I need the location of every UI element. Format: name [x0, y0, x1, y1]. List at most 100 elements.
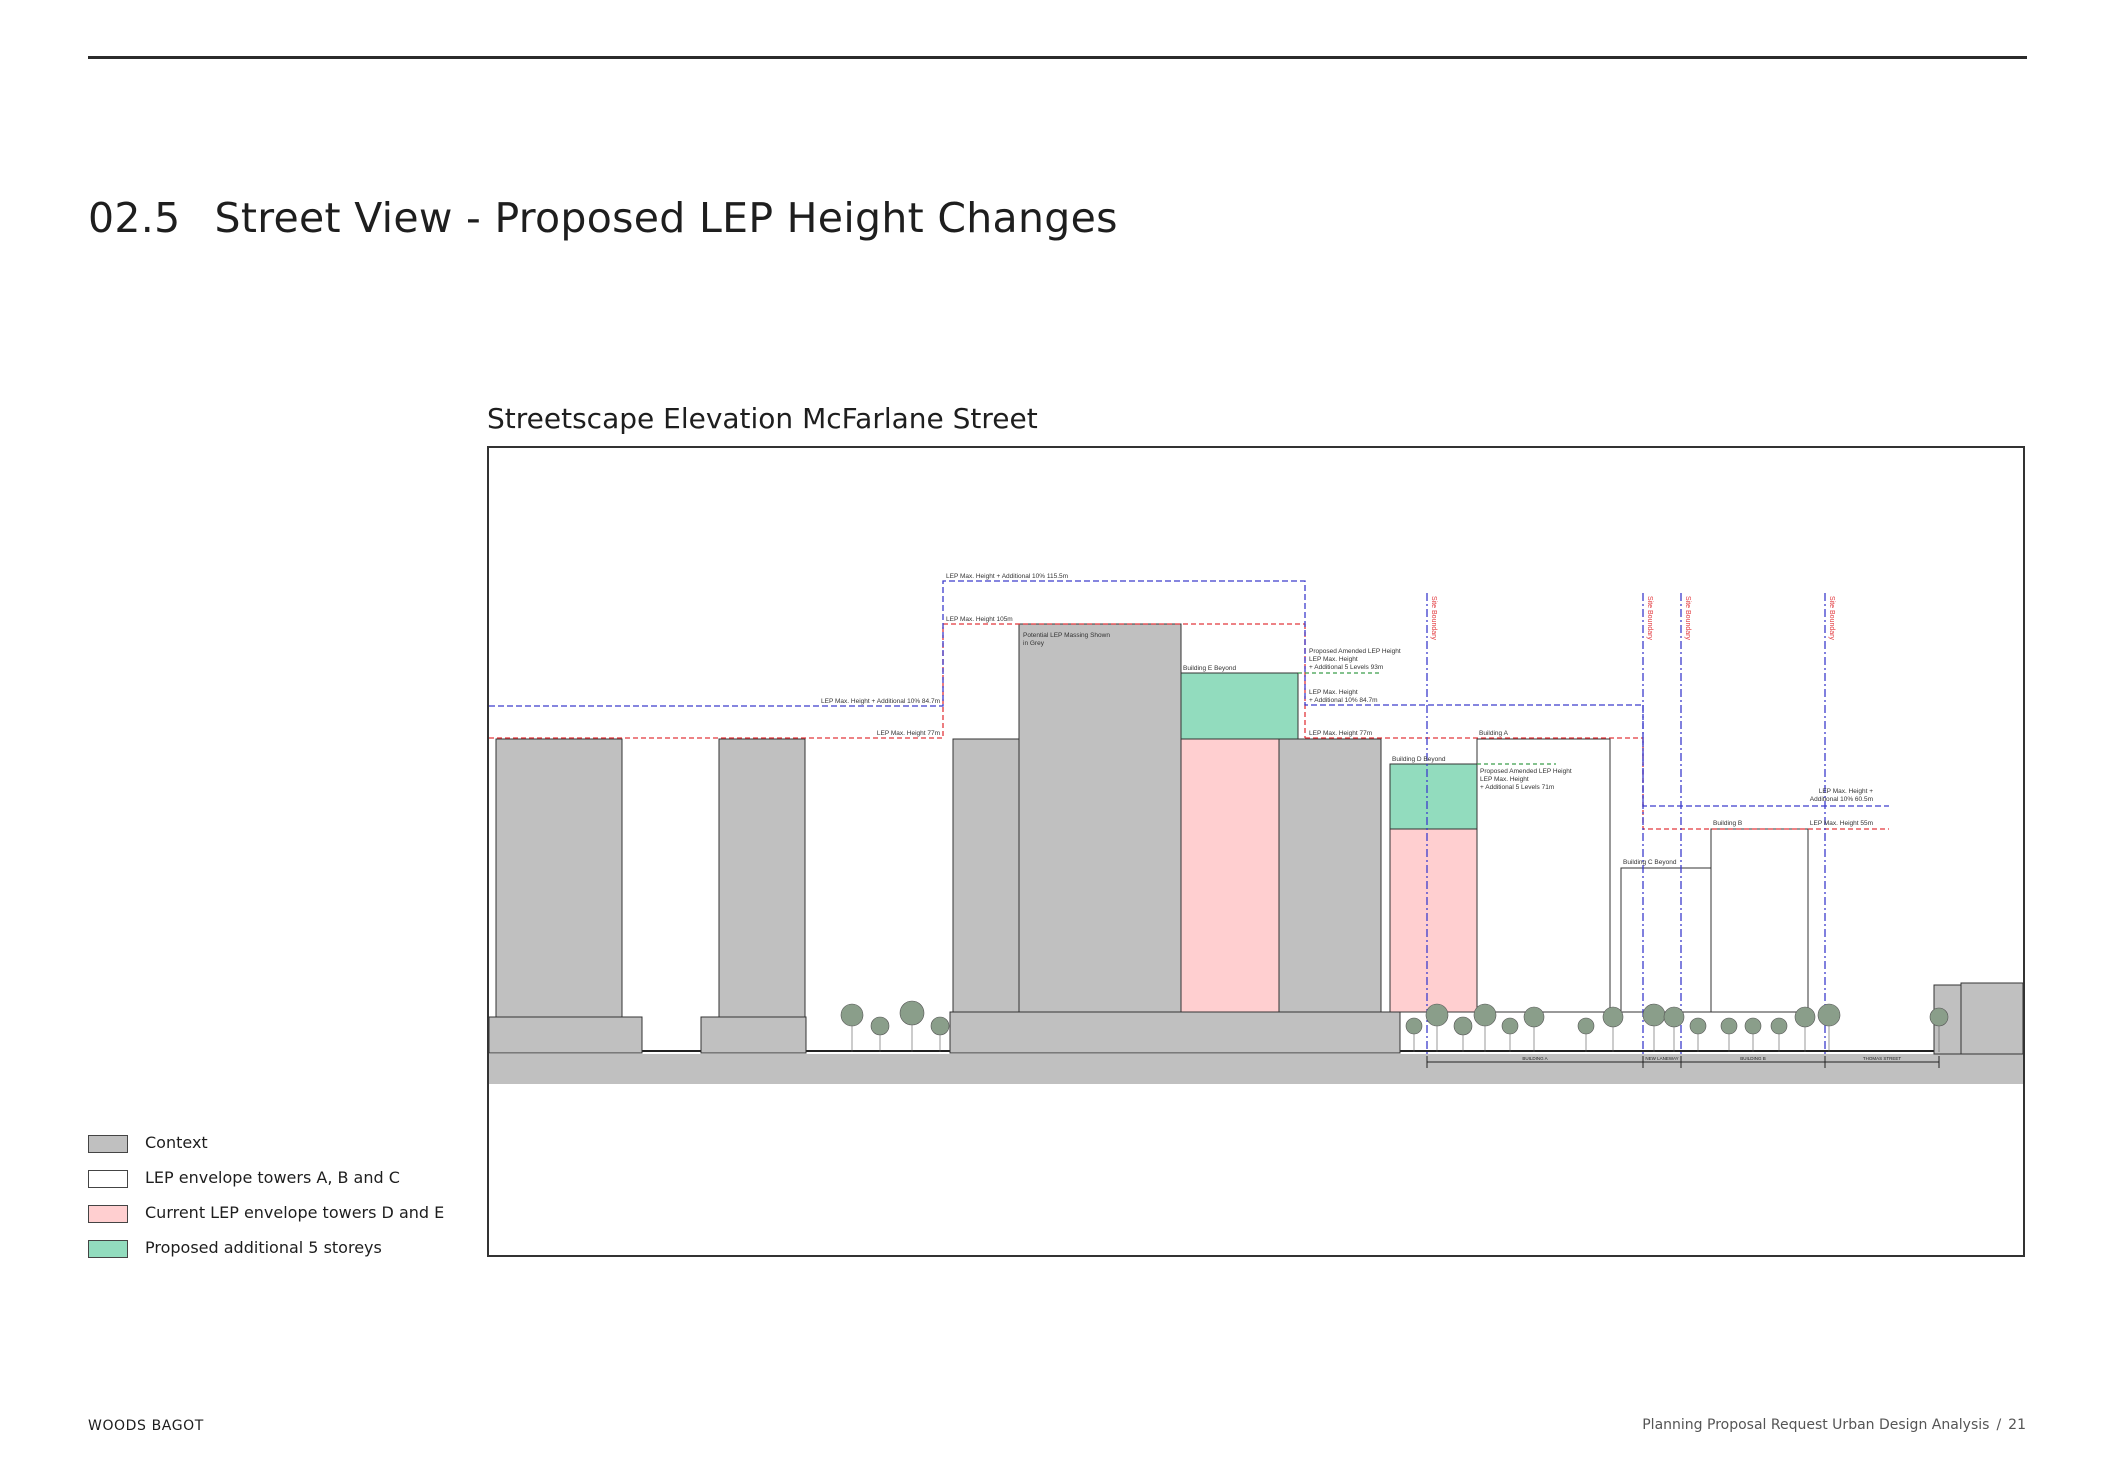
building-e-current-envelope: [1180, 738, 1280, 1013]
tree: [1425, 1003, 1449, 1052]
building-b-envelope: [1710, 828, 1809, 1013]
building-a-envelope: [1476, 738, 1611, 1013]
dimension-line: [1426, 1056, 1940, 1068]
tree: [1929, 1007, 1949, 1052]
label-lep-60-5m-line1: LEP Max. Height +: [1819, 788, 1873, 795]
label-lep-55m: LEP Max. Height 55m: [1810, 820, 1873, 827]
label-prop-d-line2: LEP Max. Height: [1480, 776, 1529, 783]
legend-swatch-proposed-additional: [88, 1240, 128, 1258]
building-d-current-envelope: [1389, 828, 1478, 1013]
label-building-e: Building E Beyond: [1183, 665, 1237, 672]
legend-label-current-lep-de: Current LEP envelope towers D and E: [145, 1203, 445, 1222]
trees: [840, 1000, 1949, 1052]
dim-label-thomas-street: THOMAS STREET: [1863, 1056, 1902, 1061]
tree: [1720, 1017, 1738, 1052]
footer-separator: /: [1996, 1417, 2002, 1433]
podium-second: [700, 1016, 807, 1054]
tree: [1642, 1003, 1666, 1052]
tree: [1473, 1003, 1497, 1052]
label-site-boundary-4: Site Boundary: [1828, 596, 1835, 640]
section-subtitle: Streetscape Elevation McFarlane Street: [487, 402, 1038, 435]
label-lep-105m: LEP Max. Height 105m: [946, 616, 1013, 623]
label-prop-e-line2: LEP Max. Height: [1309, 656, 1358, 663]
tree: [899, 1000, 925, 1052]
footer-document-title: Planning Proposal Request Urban Design A…: [1642, 1417, 1990, 1433]
page-title-text: Street View - Proposed LEP Height Change…: [214, 194, 1118, 242]
tree: [1794, 1006, 1816, 1052]
label-building-b: Building B: [1713, 820, 1742, 827]
tree: [1817, 1003, 1841, 1052]
footer-document-info: Planning Proposal Request Urban Design A…: [1642, 1417, 2026, 1433]
podium-left: [489, 1016, 643, 1054]
label-prop-e-line1: Proposed Amended LEP Height: [1309, 648, 1401, 655]
label-lep-77m-right: LEP Max. Height 77m: [1309, 730, 1372, 737]
lep-77m-105m-red-line: [489, 623, 1305, 739]
building-c-envelope: [1620, 867, 1712, 1013]
context-building-right-2: [1960, 982, 2023, 1055]
label-prop-e-line3: + Additional 5 Levels 93m: [1309, 664, 1383, 671]
tree: [1689, 1017, 1707, 1052]
lep-84-7m-115-5m-blue-line: [489, 580, 1643, 707]
legend-swatch-context: [88, 1135, 128, 1153]
building-e-proposed-additional: [1180, 672, 1299, 740]
envelope-layer: [1180, 672, 1809, 1013]
footer-brand: WOODS BAGOT: [88, 1418, 204, 1434]
tree: [1663, 1006, 1685, 1052]
page-title: 02.5 Street View - Proposed LEP Height Ch…: [88, 194, 1118, 242]
elevation-svg: LEP Max. Height + Additional 10% 115.5m …: [489, 573, 2023, 1084]
tree: [1453, 1016, 1473, 1052]
label-lep-77m-left: LEP Max. Height 77m: [877, 730, 940, 737]
context-layer: [489, 623, 2023, 1084]
podium-central: [949, 1011, 1401, 1054]
label-building-a: Building A: [1479, 730, 1509, 737]
label-site-boundary-3: Site Boundary: [1684, 596, 1691, 640]
ground-strip: [489, 1054, 2023, 1084]
legend-label-lep-envelope-abc: LEP envelope towers A, B and C: [145, 1168, 400, 1187]
label-prop-d-line3: + Additional 5 Levels 71m: [1480, 784, 1554, 791]
context-tower-4: [1278, 738, 1382, 1013]
dim-label-building-a: BUILDING A: [1522, 1056, 1547, 1061]
legend-label-proposed-additional: Proposed additional 5 storeys: [145, 1238, 382, 1257]
label-lep-84-7m-right-line1: LEP Max. Height: [1309, 689, 1358, 696]
tree: [1577, 1017, 1595, 1052]
legend-label-context: Context: [145, 1133, 208, 1152]
label-building-d: Building D Beyond: [1392, 756, 1446, 763]
tree: [1501, 1017, 1519, 1052]
context-tower-2: [718, 738, 806, 1018]
streetscape-elevation-drawing: LEP Max. Height + Additional 10% 115.5m …: [487, 446, 2025, 1257]
tree: [1405, 1017, 1423, 1052]
dimension-labels: BUILDING A NEW LANEWAY BUILDING B THOMAS…: [1522, 1056, 1901, 1061]
label-massing-line2: in Grey: [1023, 640, 1045, 647]
dim-label-building-b: BUILDING B: [1740, 1056, 1766, 1061]
footer-page-number: 21: [2008, 1417, 2026, 1433]
tree: [1602, 1006, 1624, 1052]
label-site-boundary-2: Site Boundary: [1646, 596, 1653, 640]
tree: [1523, 1006, 1545, 1052]
labels: LEP Max. Height + Additional 10% 115.5m …: [821, 573, 1873, 866]
context-tower-1: [495, 738, 623, 1018]
potential-lep-massing: [1018, 623, 1182, 1013]
height-lines: [489, 580, 1889, 1054]
section-number: 02.5: [88, 194, 181, 242]
tree: [930, 1016, 950, 1052]
label-building-c: Building C Beyond: [1623, 859, 1677, 866]
label-site-boundary-1: Site Boundary: [1430, 596, 1437, 640]
legend-swatch-lep-envelope-abc: [88, 1170, 128, 1188]
tree: [1744, 1017, 1762, 1052]
label-lep-84-7m-left: LEP Max. Height + Additional 10% 84.7m: [821, 698, 940, 705]
tree: [870, 1016, 890, 1052]
lep-55m-red-line: [1642, 738, 1889, 830]
label-massing-line1: Potential LEP Massing Shown: [1023, 632, 1110, 639]
tree: [840, 1003, 864, 1052]
dim-label-laneway: NEW LANEWAY: [1645, 1056, 1678, 1061]
label-lep-115-5m: LEP Max. Height + Additional 10% 115.5m: [946, 573, 1068, 580]
building-d-proposed-additional: [1389, 763, 1478, 830]
site-boundary-labels: Site Boundary Site Boundary Site Boundar…: [1430, 596, 1835, 640]
top-rule: [88, 56, 2027, 59]
label-lep-84-7m-right-line2: + Additional 10% 84.7m: [1309, 697, 1377, 704]
legend-swatch-current-lep-de: [88, 1205, 128, 1223]
context-tower-3: [952, 738, 1020, 1013]
label-prop-d-line1: Proposed Amended LEP Height: [1480, 768, 1572, 775]
label-lep-60-5m-line2: Additional 10% 60.5m: [1810, 796, 1873, 803]
tree: [1770, 1017, 1788, 1052]
